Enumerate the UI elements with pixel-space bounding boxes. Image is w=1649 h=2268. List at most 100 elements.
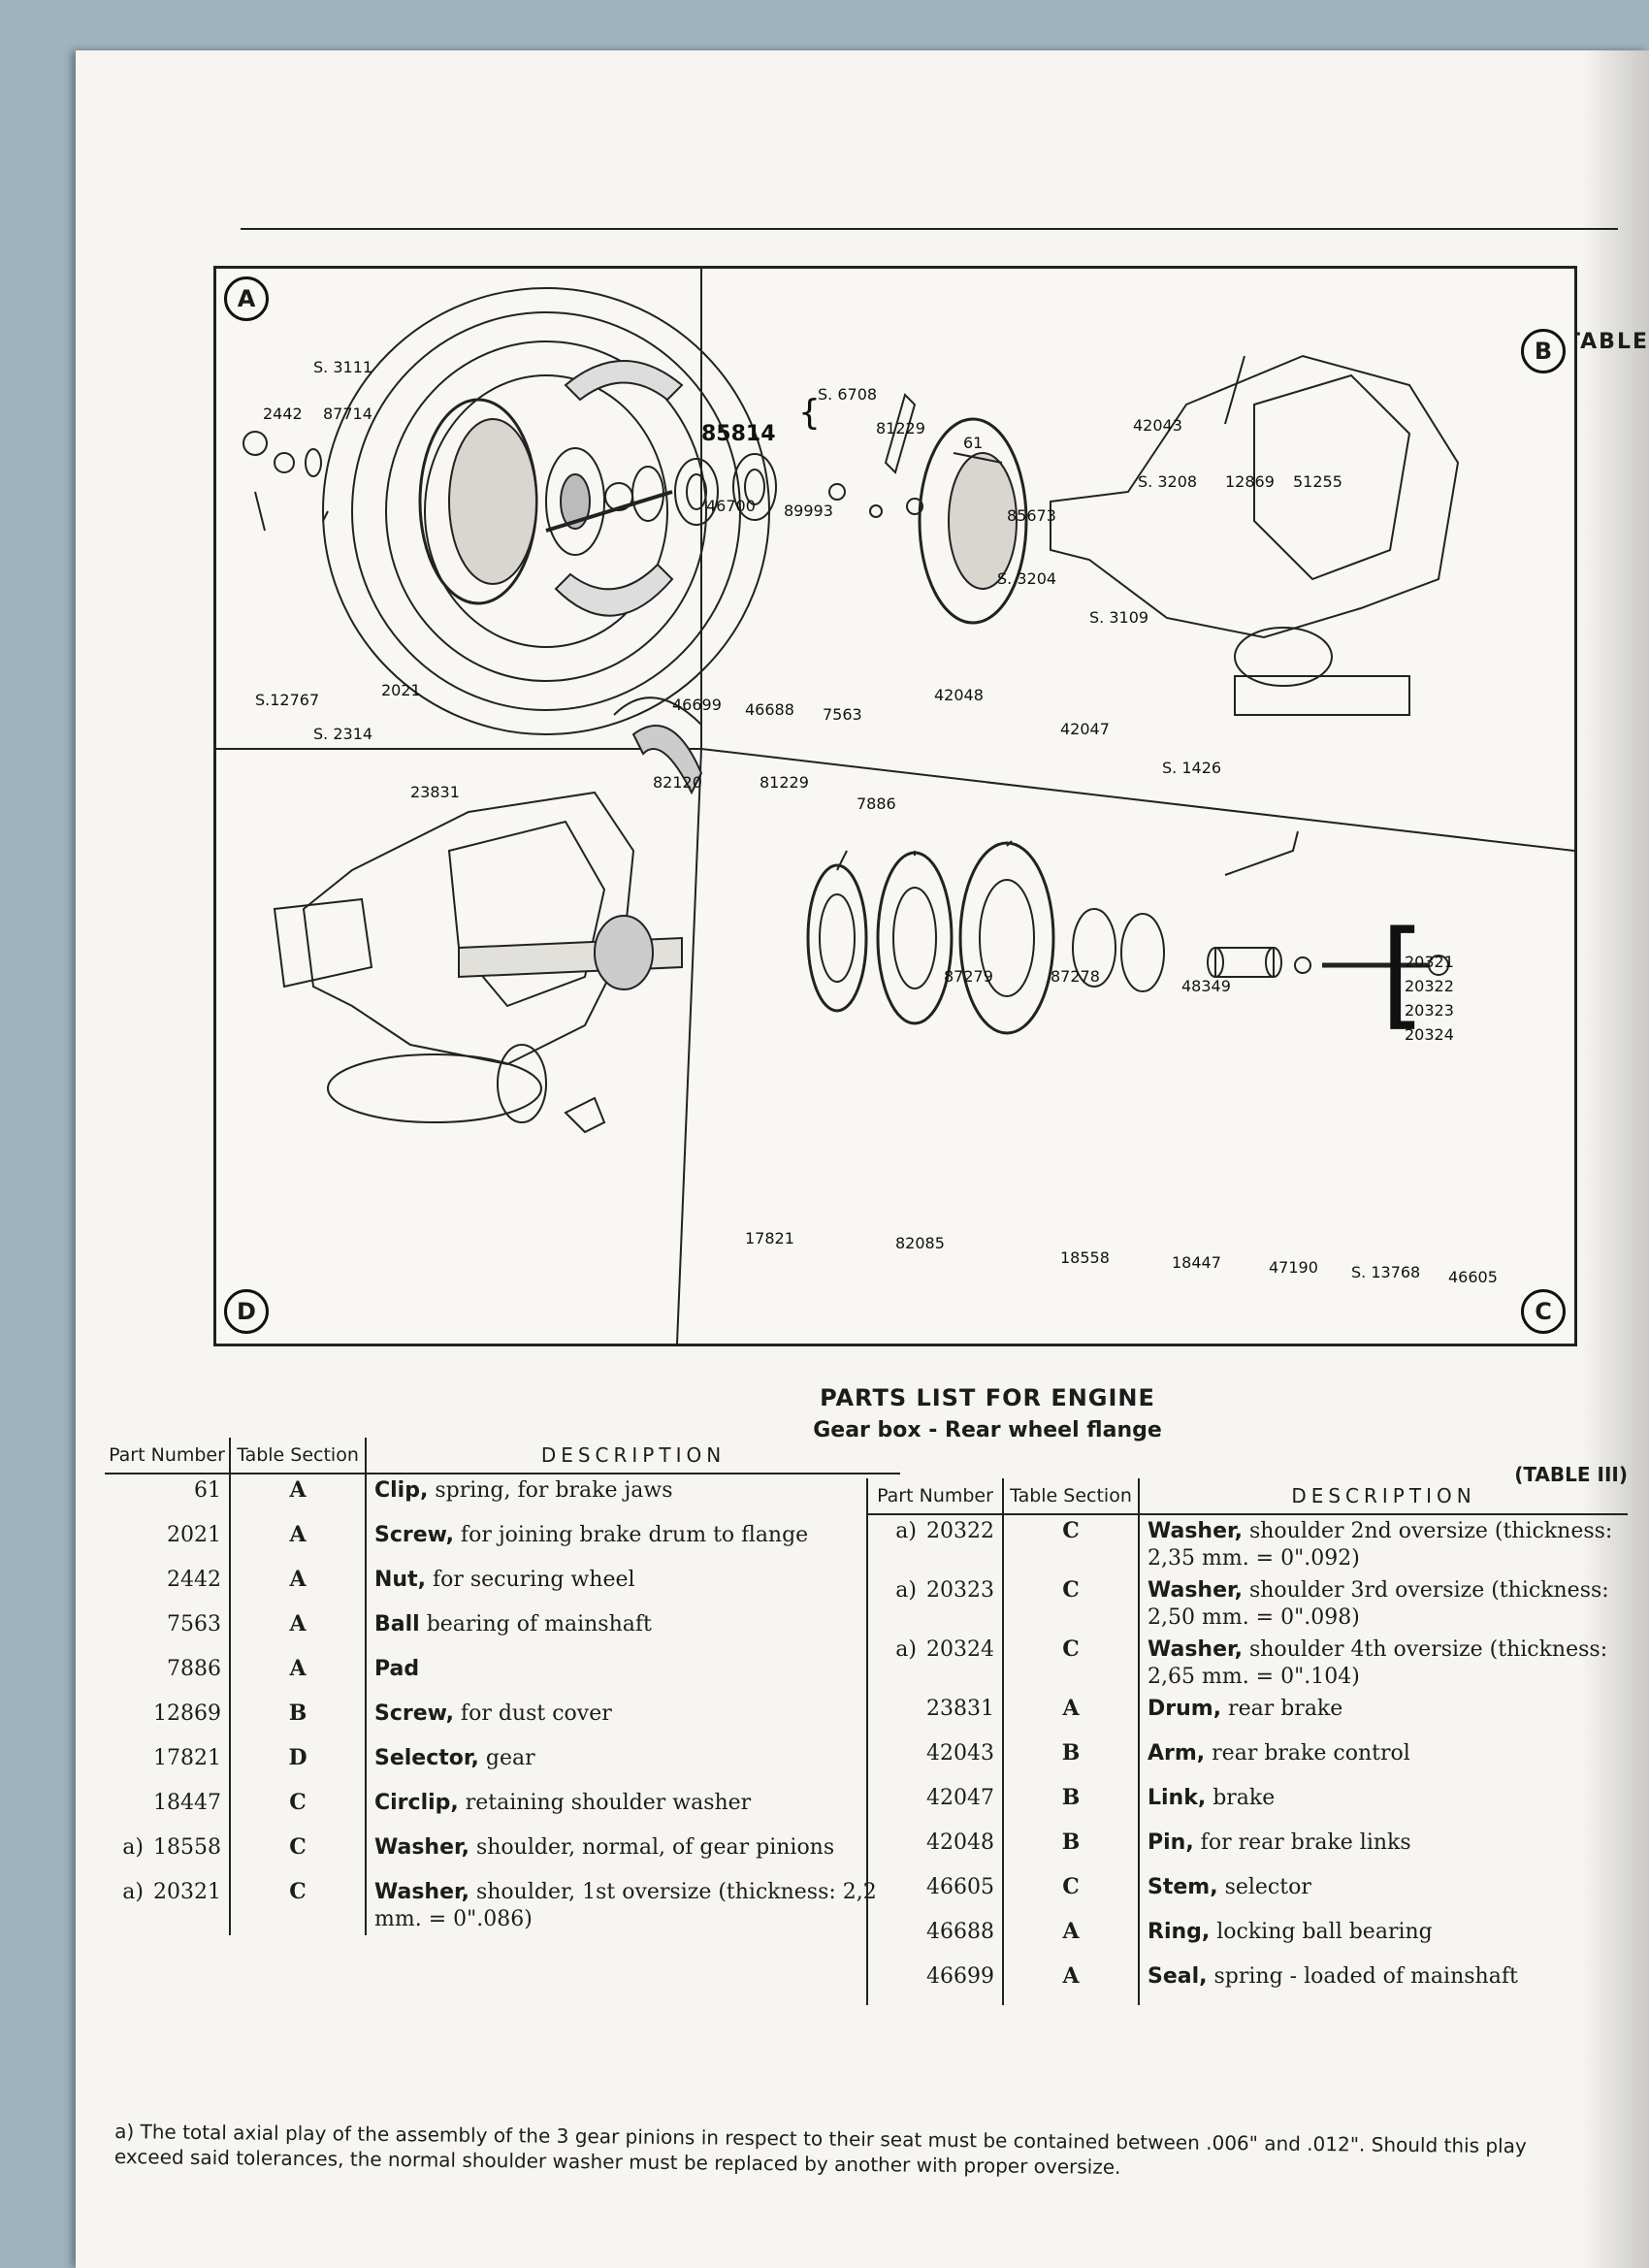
- header-table-word: TABLE: [1565, 330, 1649, 354]
- footnote-marker: a): [122, 1880, 144, 1904]
- group-brace-20321: [: [1380, 907, 1426, 1042]
- label-82085: 82085: [895, 1234, 945, 1252]
- part-number-cell: a)20323: [866, 1574, 1003, 1634]
- description-cell: Pad: [365, 1653, 900, 1698]
- label-s3208: S. 3208: [1138, 472, 1198, 491]
- part-number: 20322: [926, 1519, 994, 1543]
- table-section: C: [229, 1876, 366, 1935]
- table-section: C: [1002, 1514, 1139, 1574]
- divider-dc: [676, 748, 702, 1344]
- table-section: A: [229, 1653, 366, 1698]
- label-89993: 89993: [784, 502, 833, 520]
- label-85673: 85673: [1007, 506, 1056, 525]
- table-section: A: [229, 1474, 366, 1519]
- part-name: Ring,: [1148, 1920, 1211, 1944]
- label-42048: 42048: [934, 686, 984, 704]
- part-number-cell: a)20322: [866, 1514, 1003, 1574]
- part-name: Clip,: [374, 1478, 429, 1503]
- part-number-cell: 7886: [105, 1653, 230, 1698]
- label-s2314: S. 2314: [313, 725, 373, 743]
- label-18447: 18447: [1172, 1253, 1221, 1272]
- part-number: 2442: [167, 1568, 221, 1592]
- part-name: Washer,: [1148, 1637, 1243, 1662]
- part-number-cell: a)18558: [105, 1831, 230, 1876]
- label-s3111: S. 3111: [313, 358, 373, 376]
- label-46700: 46700: [706, 497, 756, 515]
- group-brace-85814: {: [798, 393, 821, 433]
- label-2442: 2442: [263, 405, 303, 423]
- part-number-cell: 61: [105, 1474, 230, 1519]
- description-cell: Circlip, retaining shoulder washer: [365, 1787, 900, 1831]
- description-cell: Stem, selector: [1138, 1871, 1628, 1916]
- label-87279: 87279: [944, 967, 993, 986]
- part-number: 20321: [153, 1880, 221, 1904]
- part-detail: spring - loaded of mainshaft: [1207, 1964, 1518, 1989]
- part-detail: gear: [478, 1746, 535, 1770]
- label-48349: 48349: [1181, 977, 1231, 995]
- part-name: Pad: [374, 1657, 420, 1681]
- part-number: 18558: [153, 1835, 221, 1860]
- part-detail: for joining brake drum to flange: [453, 1523, 809, 1547]
- section-b-marker: B: [1521, 329, 1566, 373]
- part-detail: retaining shoulder washer: [458, 1791, 752, 1815]
- brake-arm: [884, 393, 917, 474]
- table-section: C: [1002, 1871, 1139, 1916]
- part-name: Stem,: [1148, 1875, 1218, 1899]
- part-number-cell: 7563: [105, 1608, 230, 1653]
- description-cell: Link, brake: [1138, 1782, 1628, 1827]
- table-section: B: [1002, 1827, 1139, 1871]
- label-81229-lower: 81229: [760, 773, 809, 792]
- label-s13768: S. 13768: [1351, 1263, 1421, 1281]
- header-description: DESCRIPTION: [365, 1438, 900, 1474]
- part-detail: shoulder 2nd oversize (thickness: 2,35 m…: [1148, 1519, 1613, 1571]
- part-number: 7563: [167, 1612, 221, 1636]
- part-number: 61: [194, 1478, 221, 1503]
- table-section: B: [1002, 1782, 1139, 1827]
- label-20321: 20321: [1405, 953, 1454, 971]
- part-number: 23831: [926, 1697, 994, 1721]
- part-detail: bearing of mainshaft: [419, 1612, 652, 1636]
- part-number: 17821: [153, 1746, 221, 1770]
- part-number-cell: 46605: [866, 1871, 1003, 1916]
- part-name: Washer,: [1148, 1519, 1243, 1543]
- part-name: Washer,: [374, 1835, 469, 1860]
- label-12869: 12869: [1225, 472, 1275, 491]
- description-cell: Selector, gear: [365, 1742, 900, 1787]
- table-section: D: [229, 1742, 366, 1787]
- part-number-cell: 42048: [866, 1827, 1003, 1871]
- brake-shoe-lower: [554, 563, 674, 617]
- section-a-marker: A: [224, 276, 269, 321]
- section-c-marker: C: [1521, 1289, 1566, 1334]
- label-18558: 18558: [1060, 1248, 1110, 1267]
- table-section: A: [1002, 1916, 1139, 1960]
- part-name: Nut,: [374, 1568, 426, 1592]
- part-name: Seal,: [1148, 1964, 1208, 1989]
- label-61: 61: [963, 434, 984, 452]
- table-section: A: [1002, 1960, 1139, 2005]
- washer-18558: [1072, 908, 1116, 988]
- table-section: C: [229, 1831, 366, 1876]
- label-7886: 7886: [857, 794, 896, 813]
- label-s6708: S. 6708: [818, 385, 878, 404]
- part-number-cell: 42047: [866, 1782, 1003, 1827]
- part-detail: brake: [1206, 1786, 1276, 1810]
- label-47190: 47190: [1269, 1258, 1318, 1277]
- crankcase-b: [1050, 354, 1460, 639]
- description-cell: Ball bearing of mainshaft: [365, 1608, 900, 1653]
- table-section: B: [1002, 1737, 1139, 1782]
- label-87278: 87278: [1051, 967, 1100, 986]
- washer-s13768: [1294, 956, 1311, 974]
- part-number: 42043: [926, 1741, 994, 1766]
- description-cell: Nut, for securing wheel: [365, 1564, 900, 1608]
- part-number-cell: 17821: [105, 1742, 230, 1787]
- part-number: 46688: [926, 1920, 994, 1944]
- manual-page: TABLE: [76, 50, 1649, 2268]
